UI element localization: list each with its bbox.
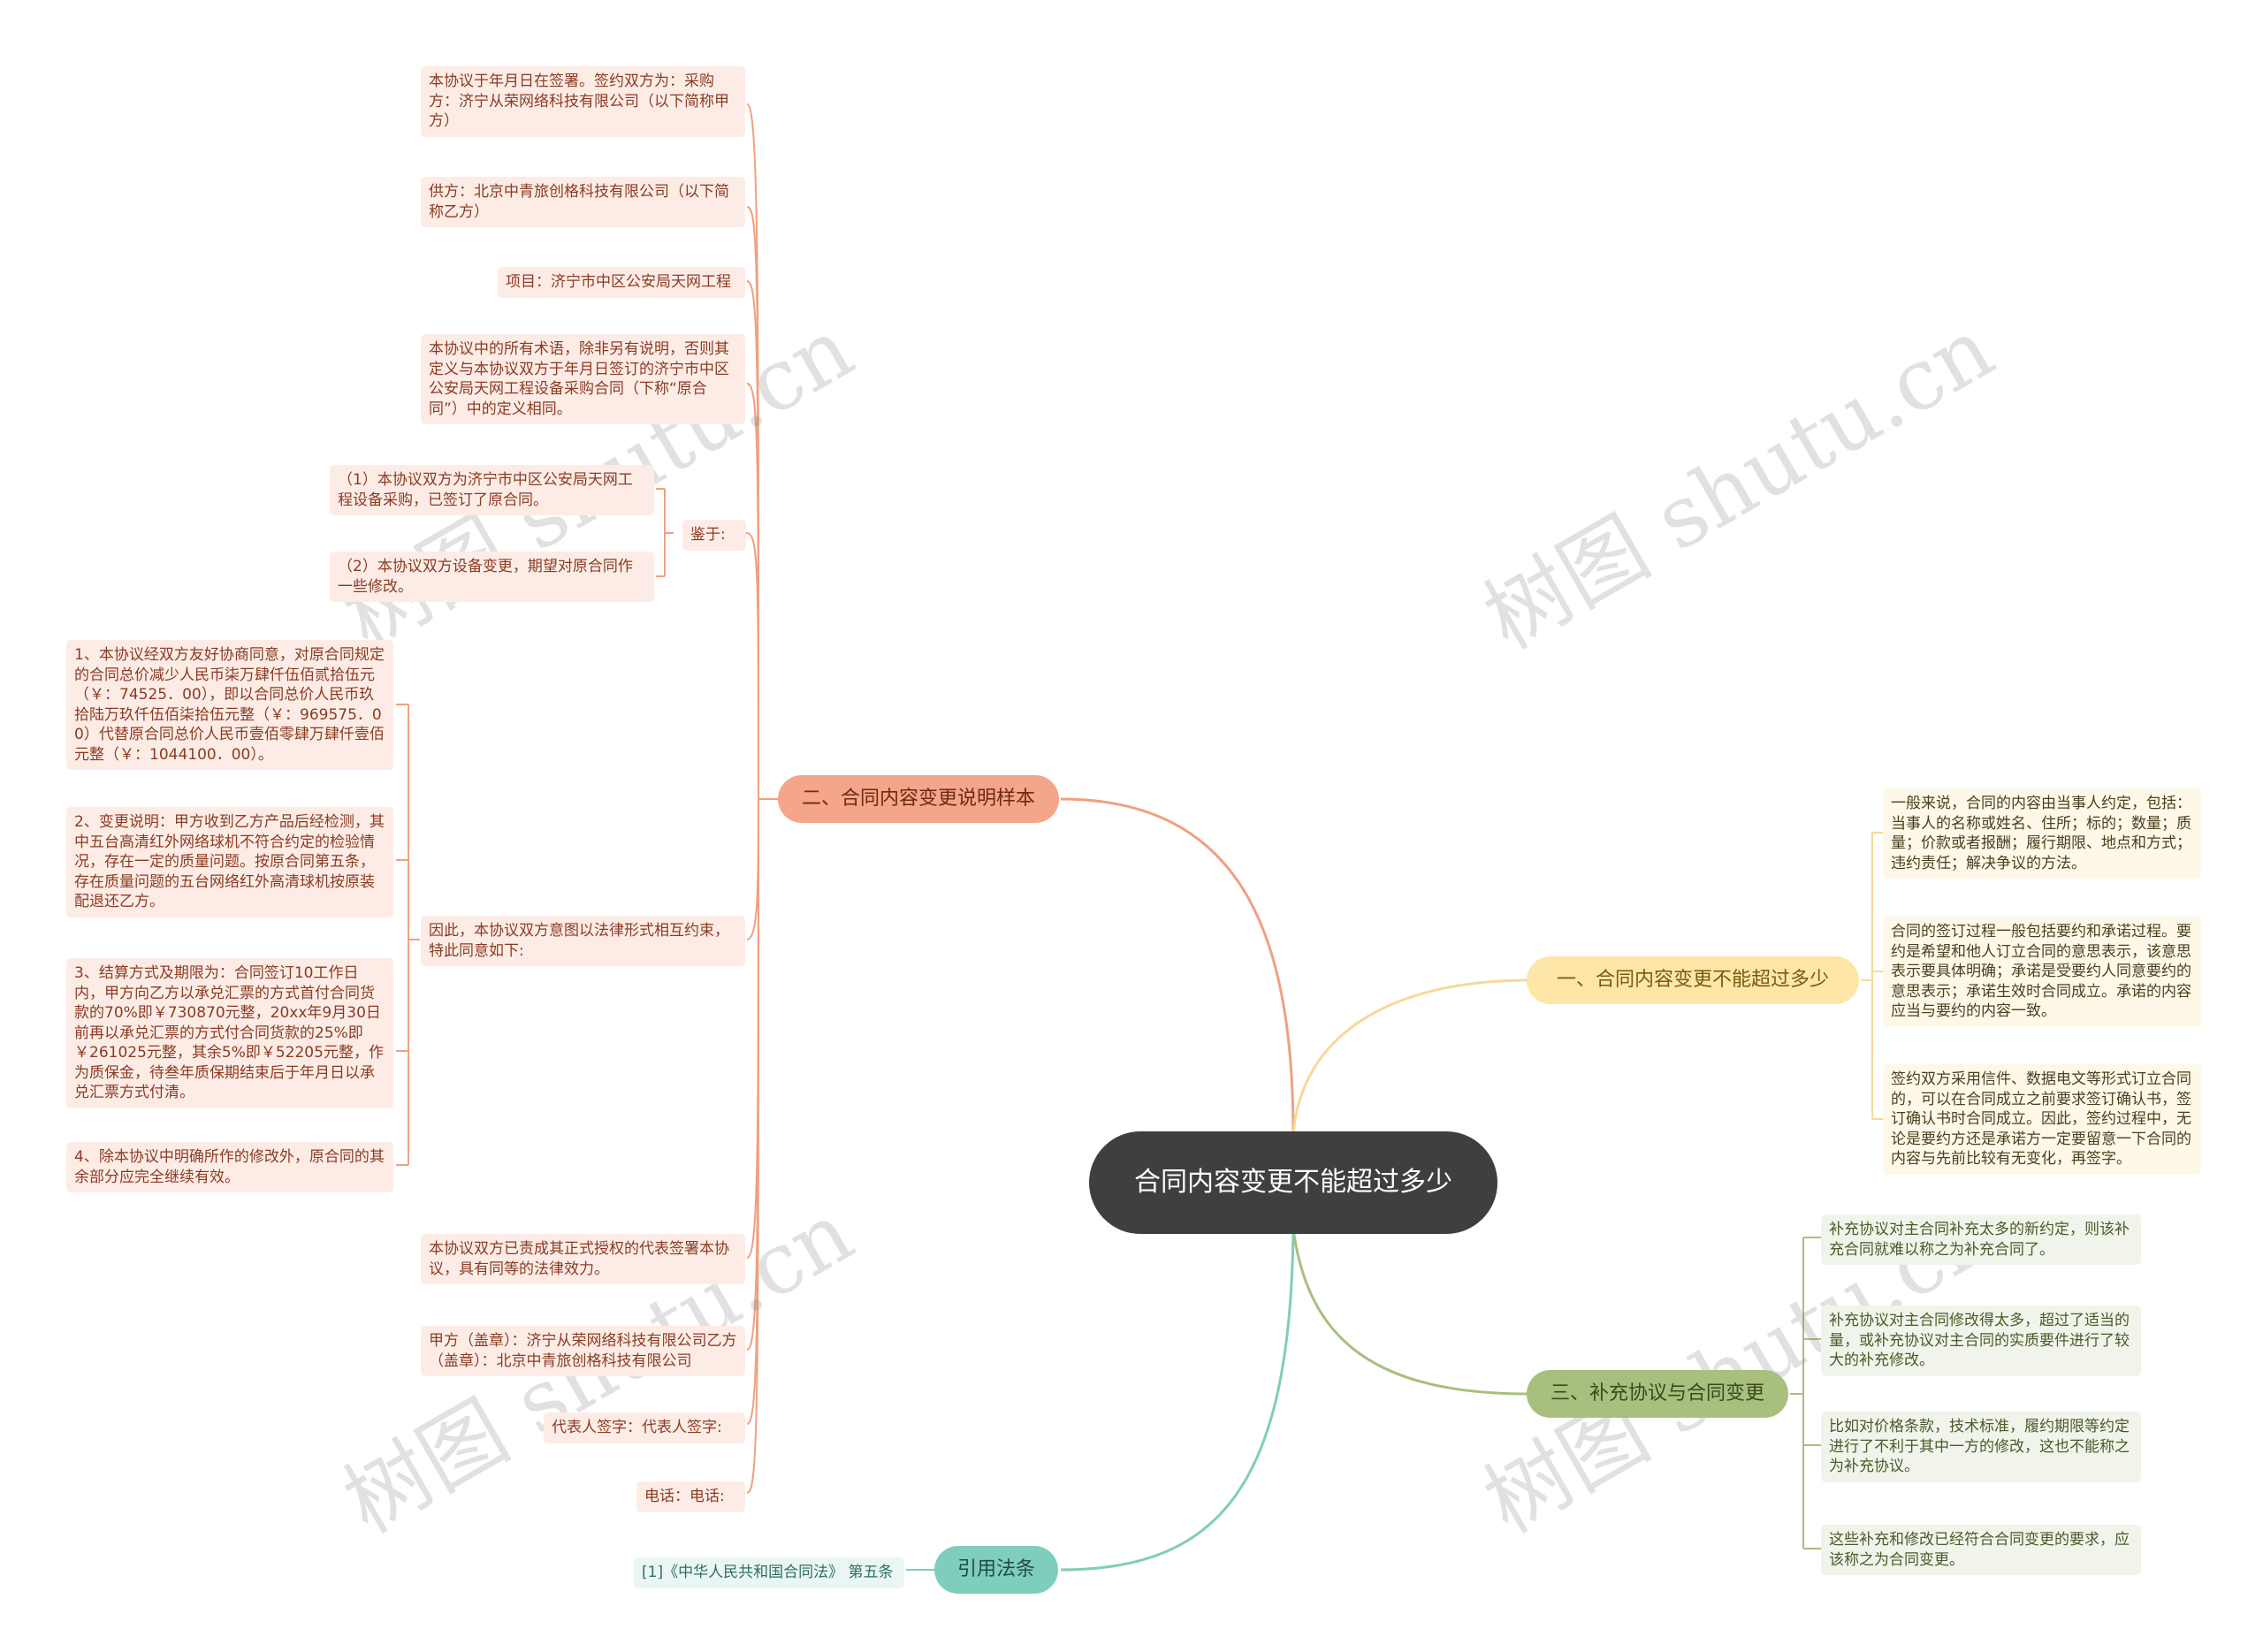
leaf-project[interactable]: 项目：济宁市中区公安局天网工程 (498, 267, 745, 298)
leaf-item-2[interactable]: 2、变更说明：甲方收到乙方产品后经检测，其中五台高清红外网络球机不符合约定的检验… (66, 807, 393, 917)
branch-change-limit[interactable]: 一、合同内容变更不能超过多少 (1527, 956, 1859, 1004)
link-root-b3 (1292, 1228, 1530, 1396)
link-b1-r6 (746, 798, 759, 940)
branch-contract-change-sample[interactable]: 二、合同内容变更说明样本 (778, 775, 1059, 823)
leaf-confirmation[interactable]: 签约双方采用信件、数据电文等形式订立合同的，可以在合同成立之前要求签订确认书，签… (1883, 1064, 2201, 1175)
leaf-modify-too-much[interactable]: 补充协议对主合同修改得太多，超过了适当的量，或补充协议对主合同的实质要件进行了较… (1821, 1306, 2141, 1376)
leaf-supplement-too-many[interactable]: 补充协议对主合同补充太多的新约定，则该补充合同就难以称之为补充合同了。 (1821, 1214, 2141, 1265)
link-root-b4 (1060, 1228, 1295, 1572)
link-b1-r10 (746, 798, 759, 1494)
leaf-phone[interactable]: 电话：电话: (636, 1481, 745, 1512)
leaf-item-1[interactable]: 1、本协议经双方友好协商同意，对原合同规定的合同总价减少人民币柒万肆仟伍佰贰拾伍… (66, 640, 393, 770)
leaf-law-citation[interactable]: [1]《中华人民共和国合同法》 第五条 (634, 1557, 904, 1588)
branch-cited-law[interactable]: 引用法条 (934, 1546, 1058, 1594)
leaf-unfavorable-change[interactable]: 比如对价格条款，技术标准，履约期限等约定进行了不利于其中一方的修改，这也不能称之… (1821, 1412, 2141, 1482)
leaf-terms-definition[interactable]: 本协议中的所有术语，除非另有说明，否则其定义与本协议双方于年月日签订的济宁市中区… (421, 334, 745, 424)
leaf-authorized-signing[interactable]: 本协议双方已责成其正式授权的代表签署本协议，具有同等的法律效力。 (421, 1234, 745, 1284)
leaf-signing-parties[interactable]: 本协议于年月日在签署。签约双方为：采购方：济宁从荣网络科技有限公司（以下简称甲方… (421, 66, 745, 137)
leaf-representative-signature[interactable]: 代表人签字：代表人签字: (544, 1412, 745, 1443)
leaf-item-4[interactable]: 4、除本协议中明确所作的修改外，原合同的其余部分应完全继续有效。 (66, 1142, 393, 1192)
link-r5-bracket (656, 488, 674, 577)
link-b1-r5 (746, 532, 759, 800)
link-b2-bracket (1861, 832, 1883, 1120)
leaf-offer-acceptance[interactable]: 合同的签订过程一般包括要约和承诺过程。要约是希望和他人订立合同的意思表示，该意思… (1883, 917, 2201, 1027)
leaf-whereas-2[interactable]: （2）本协议双方设备变更，期望对原合同作一些修改。 (330, 552, 654, 602)
leaf-supplier[interactable]: 供方：北京中青旅创格科技有限公司（以下简称乙方） (421, 177, 745, 227)
link-root-b1 (1060, 797, 1295, 1137)
leaf-contract-change[interactable]: 这些补充和修改已经符合合同变更的要求，应该称之为合同变更。 (1821, 1525, 2141, 1575)
root-topic[interactable]: 合同内容变更不能超过多少 (1089, 1131, 1497, 1234)
branch-supplement-agreement[interactable]: 三、补充协议与合同变更 (1527, 1370, 1788, 1418)
leaf-item-3[interactable]: 3、结算方式及期限为：合同签订10工作日内，甲方向乙方以承兑汇票的方式首付合同货… (66, 958, 393, 1108)
link-r6-bracket (396, 704, 420, 1166)
leaf-therefore[interactable]: 因此，本协议双方意图以法律形式相互约束，特此同意如下: (421, 916, 745, 966)
link-b3-bracket (1790, 1237, 1821, 1549)
leaf-seals[interactable]: 甲方（盖章）：济宁从荣网络科技有限公司乙方（盖章）：北京中青旅创格科技有限公司 (421, 1326, 745, 1376)
leaf-whereas-1[interactable]: （1）本协议双方为济宁市中区公安局天网工程设备采购，已签订了原合同。 (330, 465, 654, 515)
link-root-b2 (1292, 978, 1530, 1137)
leaf-whereas[interactable]: 鉴于: (682, 520, 746, 551)
leaf-contract-content[interactable]: 一般来说，合同的内容由当事人约定，包括：当事人的名称或姓名、住所；标的；数量；质… (1883, 788, 2201, 879)
